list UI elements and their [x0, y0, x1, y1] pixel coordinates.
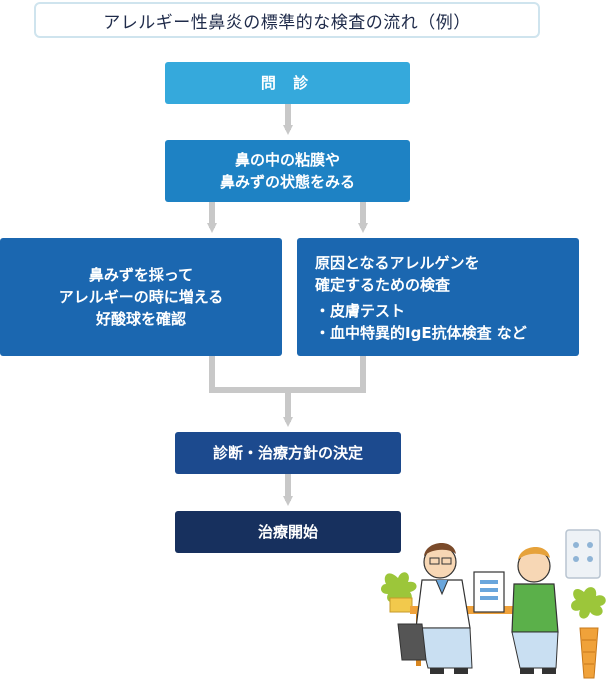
step-allergen-line: 確定するための検査 — [315, 276, 451, 294]
step-nasal-exam-line: 鼻みずの状態をみる — [219, 173, 355, 191]
connector-merge — [209, 356, 366, 393]
doctor-icon — [397, 542, 473, 674]
step-eosinophil-line: 好酸球を確認 — [95, 310, 186, 328]
step-eosinophil-test: 鼻みずを採って アレルギーの時に増える 好酸球を確認 — [0, 238, 282, 356]
plant-left-icon — [381, 572, 417, 613]
patient-icon — [511, 546, 559, 674]
step-nasal-exam-line: 鼻の中の粘膜や — [234, 151, 340, 169]
step-allergen-line: 原因となるアレルゲンを — [315, 254, 480, 272]
plant-right-icon — [571, 587, 606, 679]
step-eosinophil-line: アレルギーの時に増える — [58, 288, 224, 306]
step-treatment: 治療開始 — [175, 511, 401, 553]
step-allergen-test: 原因となるアレルゲンを 確定するための検査 ・皮膚テスト ・血中特異的IgE抗体… — [297, 238, 579, 356]
wall-panel-icon — [565, 529, 601, 579]
step-nasal-exam: 鼻の中の粘膜や 鼻みずの状態をみる — [165, 140, 410, 202]
step-eosinophil-line: 鼻みずを採って — [88, 266, 194, 284]
consultation-illustration — [381, 529, 606, 679]
step-diagnosis: 診断・治療方針の決定 — [175, 432, 401, 474]
step-allergen-bullet: ・血中特異的IgE抗体検査 など — [315, 324, 527, 342]
step-interview: 問 診 — [165, 62, 410, 104]
diagram-title: アレルギー性鼻炎の標準的な検査の流れ（例） — [34, 2, 540, 38]
step-allergen-bullet: ・皮膚テスト — [315, 302, 406, 320]
clipboard-icon — [473, 571, 505, 613]
